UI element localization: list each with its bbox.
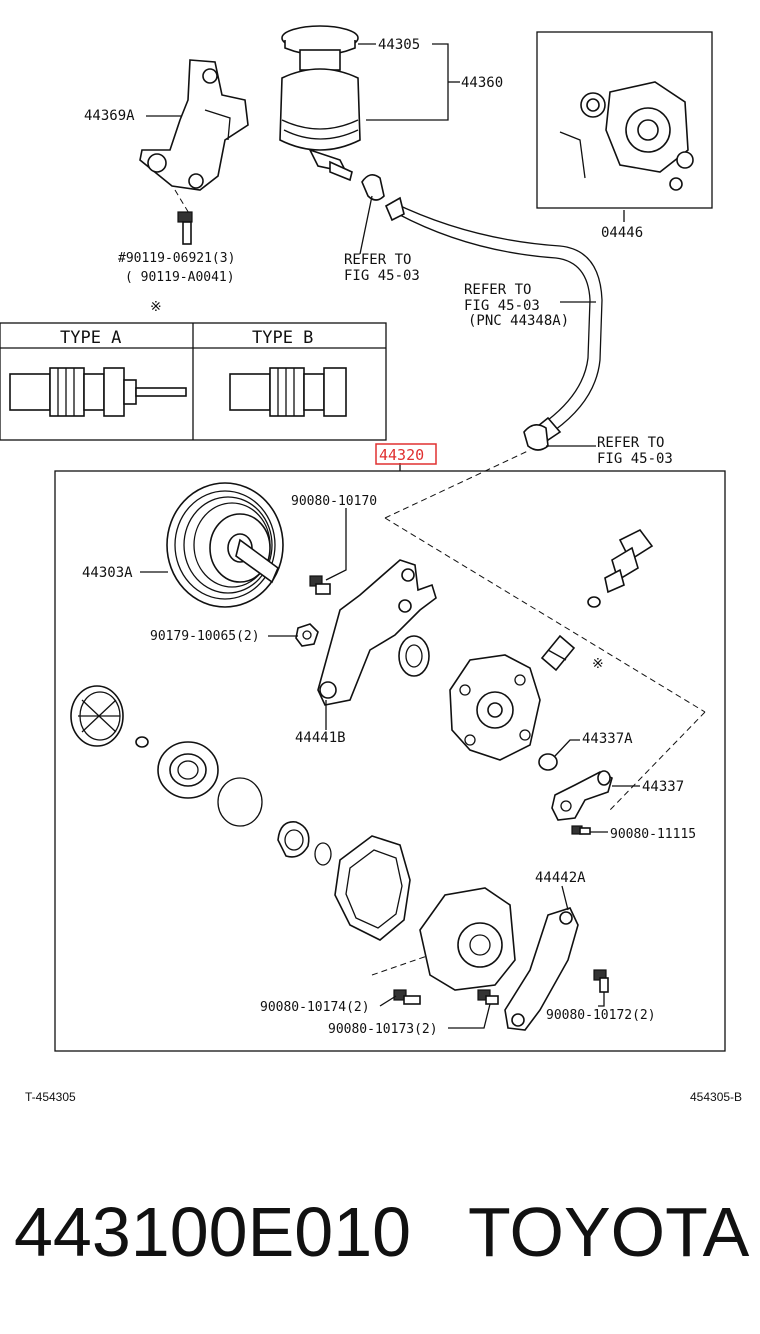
label-fig-45-03-1: FIG 45-03 [344,268,420,284]
note-mark-top: ※ [150,299,162,315]
label-pnc-44348A: (PNC 44348A) [468,313,569,329]
bolt-90119 [174,189,193,245]
label-refer-to-1: REFER TO [344,252,411,268]
label-type-b: TYPE B [252,328,313,348]
label-bolt-90119-06921: #90119-06921(3) [118,251,235,266]
small-o-ring [314,842,332,866]
highlight-box-44320[interactable] [375,443,437,465]
label-90080-10174: 90080-10174(2) [260,1000,370,1015]
gasket-kit-box [536,31,713,209]
label-90080-10170: 90080-10170 [291,494,377,509]
label-bolt-90119-A0041: ( 90119-A0041) [125,270,235,285]
label-44303A: 44303A [82,565,133,581]
hose-clamp-top [361,174,385,201]
brand-name: TOYOTA [468,1193,750,1271]
label-90179-10065: 90179-10065(2) [150,629,260,644]
suction-port-44337 [551,770,613,821]
label-type-a: TYPE A [60,328,121,348]
bolt-90080-10170 [309,575,331,595]
cam-ring [157,741,219,799]
union-fitting [540,528,654,672]
bolt-90080-10172 [593,969,609,993]
label-refer-to-3: REFER TO [597,435,664,451]
rear-cover [419,887,516,991]
footer-left-code: T-454305 [25,1090,76,1104]
leader-lines [140,43,640,1029]
label-fig-45-03-2: FIG 45-03 [464,298,540,314]
label-44320[interactable]: 44320 [379,446,424,464]
label-44369A: 44369A [84,108,135,124]
label-44441B: 44441B [295,730,346,746]
snap-ring [277,821,310,858]
gasket-plate [334,835,411,941]
note-mark-mid: ※ [592,656,604,672]
pulley-44303A [166,482,284,608]
bracket-44442A [504,907,579,1031]
return-hose [384,196,603,442]
seal-ring [217,777,263,827]
label-refer-to-2: REFER TO [464,282,531,298]
label-04446: 04446 [601,225,643,241]
o-ring-44337A [538,753,558,771]
bolt-90080-10174 [393,989,421,1005]
bolt-90080-10173 [477,989,499,1005]
footer-right-code: 454305-B [690,1090,742,1104]
label-fig-45-03-3: FIG 45-03 [597,451,673,467]
pump-assembly-frame [54,449,726,1052]
hose-clamp-bottom [523,424,549,451]
bracket-44369A [139,59,249,191]
label-90080-11115: 90080-11115 [610,827,696,842]
nut-90179-10065 [295,623,319,647]
pump-body [449,654,541,761]
label-44305: 44305 [378,37,420,53]
label-44337A: 44337A [582,731,633,747]
rotor [70,685,124,747]
label-44442A: 44442A [535,870,586,886]
part-number: 443100E010 [14,1193,411,1271]
type-box [0,322,387,441]
label-90080-10173: 90080-10173(2) [328,1022,438,1037]
bracket-44441B [317,559,437,706]
label-44360: 44360 [461,75,503,91]
bolt-90080-11115 [571,825,591,835]
label-44337: 44337 [642,779,684,795]
small-pin [135,736,149,748]
label-90080-10172: 90080-10172(2) [546,1008,656,1023]
reservoir-tank [279,25,361,182]
bearing [398,635,430,677]
